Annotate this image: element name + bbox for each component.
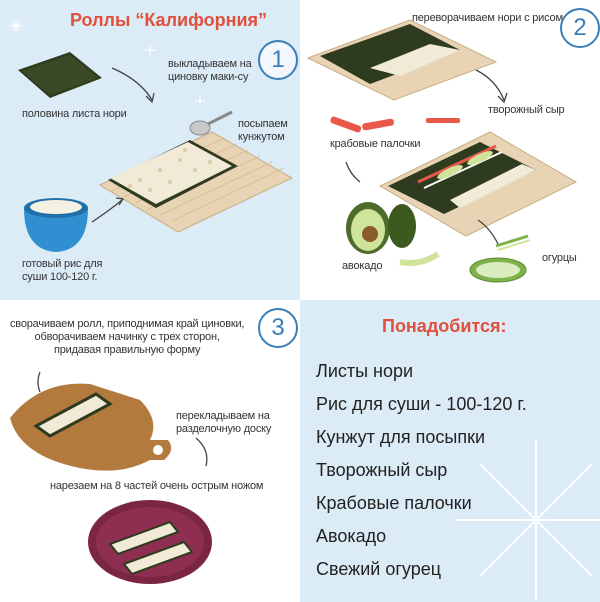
avocado-icon [346,202,440,266]
cutting-board-icon [10,383,172,471]
arrow-icon [91,199,123,223]
snowflake-icon [456,440,600,600]
arrow-icon [195,437,208,467]
crab-stick-icon [330,116,460,133]
arrow-icon [345,161,361,183]
step-number-badge: 1 [258,40,298,80]
sliced-rolls-icon [108,520,194,576]
step-2-illustration [306,19,578,283]
label-nori-half: половина листа нори [22,108,127,120]
bamboo-mat-icon [378,131,578,237]
arrow-icon [37,371,41,393]
ingredients-panel: Понадобится: Листы нори Рис для суши - 1… [300,300,600,602]
cucumber-icon [469,234,531,283]
ingredient-item: Кунжут для посыпки [316,427,486,447]
step-2-panel: переворачиваем нори с рисом 2 творожный … [300,0,600,300]
ingredients-list: Листы нори Рис для суши - 100-120 г. Кун… [316,360,596,600]
ingredient-item: Творожный сыр [316,460,448,480]
step-1-illustration [10,20,294,252]
label-flip-nori: переворачиваем нори с рисом [412,12,563,24]
nori-sheet-icon [18,52,102,98]
label-cream-cheese: творожный сыр [488,104,565,116]
label-crab-sticks: крабовые палочки [330,138,421,150]
ingredients-heading: Понадобится: [382,316,507,336]
step-1-panel: Роллы “Калифорния” 1 половина листа нори… [0,0,300,300]
label-transfer-board: перекладываем на разделочную доску [176,410,272,435]
ingredient-item: Крабовые палочки [316,493,472,513]
label-sushi-rice: готовый рис для суши 100-120 г. [22,258,103,283]
spoon-icon [189,110,233,136]
recipe-title: Роллы “Калифорния” [70,10,268,30]
label-roll-instructions: сворачиваем ролл, приподнимая край цинов… [10,318,245,356]
label-cucumbers: огурцы [542,252,577,264]
step-3-illustration [10,371,212,584]
step-number-badge: 2 [560,8,600,48]
arrow-icon [111,67,153,101]
ingredient-item: Авокадо [316,526,387,546]
step-3-panel: 3 сворачиваем ролл, приподнимая край цин… [0,300,300,602]
bamboo-mat-icon [98,131,294,233]
arrow-icon [477,219,499,245]
ingredient-item: Свежий огурец [316,559,442,579]
step-number-badge: 3 [258,308,298,348]
sushi-roll-icon [33,392,113,438]
rice-bowl-icon [24,198,88,252]
ingredient-item: Листы нори [316,361,414,381]
arrow-icon [475,69,505,101]
label-sprinkle-sesame: посыпаем кунжутом [238,118,288,143]
label-avocado: авокадо [342,260,383,272]
label-lay-out: выкладываем на циновку маки-су [168,58,252,83]
label-cut-pieces: нарезаем на 8 частей очень острым ножом [50,480,264,492]
bamboo-mat-icon [306,19,498,101]
snowflake-decoration [456,440,600,600]
ingredient-item: Рис для суши - 100-120 г. [316,394,527,414]
